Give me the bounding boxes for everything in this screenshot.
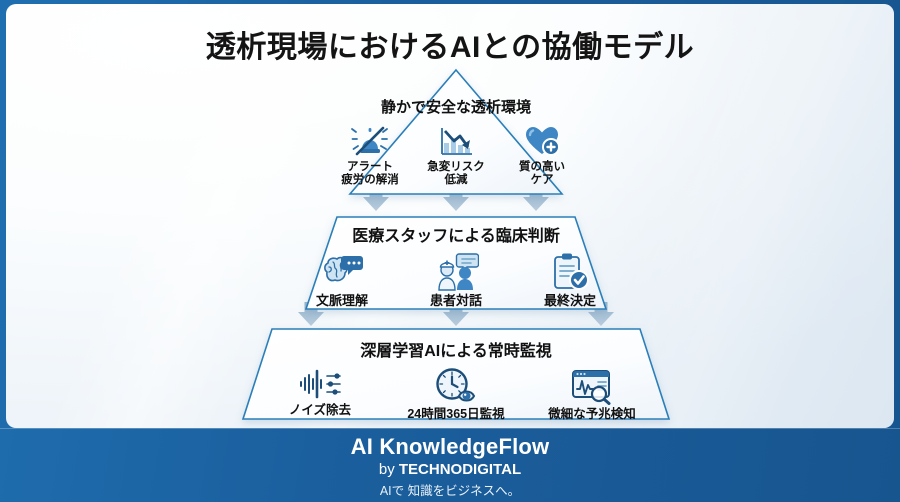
tier-top-item-2-label: 質の高い ケア [519, 161, 565, 186]
alert-muted-icon [350, 123, 390, 159]
tier-base-heading: 深層学習AIによる常時監視 [360, 343, 552, 360]
tier-base-item-2[interactable]: 微細な予兆検知 [537, 367, 647, 421]
tier-mid-item-2-label: 最終決定 [543, 293, 596, 308]
tier-mid-item-2[interactable]: 最終決定 [524, 252, 616, 309]
clipboard-check-icon [549, 252, 591, 292]
tier-top-item-1[interactable]: 急変リスク 低減 [417, 123, 495, 187]
byline-prefix: by [378, 461, 395, 478]
brand-byline: by TECHNODIGITAL [0, 461, 900, 478]
declining-chart-icon [436, 123, 476, 159]
tier-top: 静かで安全な透析環境 [306, 96, 606, 187]
tier-base: 深層学習AIによる常時監視 [236, 337, 676, 421]
tier-mid-item-0-label: 文脈理解 [315, 293, 368, 308]
brand-name: AI KnowledgeFlow [350, 434, 550, 459]
tier-mid-item-1-label: 患者対話 [429, 293, 482, 308]
tier-mid-heading: 医療スタッフによる臨床判断 [352, 228, 560, 245]
tier-base-item-1[interactable]: 24時間365日監視 [401, 367, 511, 421]
tier-mid-item-0[interactable]: 文脈理解 [296, 252, 388, 309]
waveform-sliders-icon [297, 367, 343, 401]
tier-base-item-0-label: ノイズ除去 [288, 403, 352, 417]
tier-mid: 医療スタッフによる臨床判断 [271, 222, 641, 309]
tier-base-item-2-label: 微細な予兆検知 [548, 407, 636, 421]
tier-top-items: アラート 疲労の解消 [306, 123, 606, 187]
monitor-magnifier-icon [569, 367, 615, 405]
byline-company: TECHNODIGITAL [398, 461, 522, 478]
tier-top-item-0-label: アラート 疲労の解消 [341, 161, 399, 186]
tier-base-items: ノイズ除去 [236, 367, 676, 421]
nurse-patient-icon [433, 252, 480, 292]
tier-top-heading: 静かで安全な透析環境 [380, 99, 531, 116]
tier-top-item-0[interactable]: アラート 疲労の解消 [331, 123, 409, 187]
tier-top-shape [348, 68, 564, 195]
tier-base-item-1-label: 24時間365日監視 [407, 407, 505, 421]
footer: AI KnowledgeFlow by TECHNODIGITAL AIで 知識… [0, 428, 900, 502]
clock-eye-icon [433, 367, 479, 405]
tier-top-item-2[interactable]: 質の高い ケア [503, 123, 581, 187]
heart-plus-icon [522, 123, 562, 159]
tier-base-item-0[interactable]: ノイズ除去 [265, 367, 375, 417]
brand-tagline: AIで 知識をビジネスへ。 [379, 484, 521, 498]
page-title: 透析現場におけるAIとの協働モデル [205, 31, 695, 64]
footer-divider [0, 428, 900, 429]
content-card: 透析現場におけるAIとの協働モデル [6, 4, 894, 428]
tier-mid-items: 文脈理解 [271, 252, 641, 309]
tier-top-item-1-label: 急変リスク 低減 [427, 161, 485, 186]
tier-mid-item-1[interactable]: 患者対話 [410, 252, 502, 309]
brain-speech-icon [320, 252, 364, 292]
